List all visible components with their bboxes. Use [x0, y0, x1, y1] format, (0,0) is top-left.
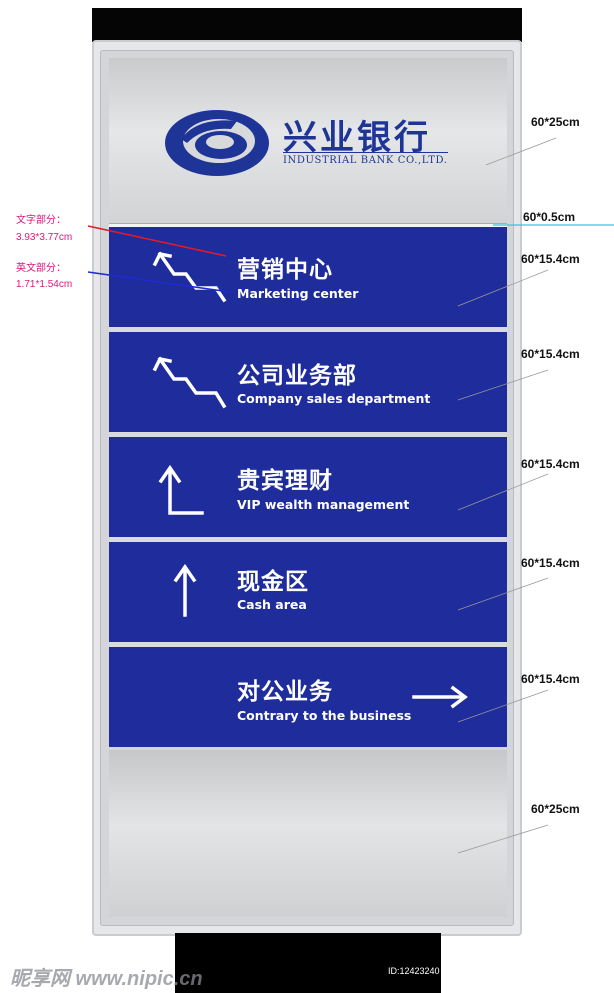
note-english-text-label: 英文部分： — [16, 263, 66, 274]
bank-name-cn: 兴业银行 — [283, 118, 431, 158]
watermark-nipic: 昵享网 www.nipic.cn — [10, 968, 203, 990]
note-chinese-text-label: 文字部分： — [16, 215, 66, 226]
dimension-label-panel: 60*15.4cm — [521, 556, 580, 570]
panel-separator — [109, 432, 507, 437]
dimension-label-panel: 60*15.4cm — [521, 672, 580, 686]
panel-3-title-en: VIP wealth management — [237, 497, 410, 512]
panel-2-title-cn: 公司业务部 — [237, 363, 357, 389]
panel-separator — [109, 327, 507, 332]
dimension-label-top: 60*25cm — [531, 115, 580, 129]
bank-name-en: INDUSTRIAL BANK CO.,LTD. — [283, 155, 448, 166]
watermark-image-id: ID:12423240 NO:20140320164039074383 — [388, 966, 559, 976]
panel-cash-area — [109, 542, 507, 642]
sign-stand-base — [175, 933, 441, 993]
panel-separator — [109, 537, 507, 542]
panel-5-title-en: Contrary to the business — [237, 708, 412, 723]
panel-4-title-cn: 现金区 — [237, 569, 309, 595]
panel-2-title-en: Company sales department — [237, 391, 431, 406]
dimension-label-panel: 60*15.4cm — [521, 252, 580, 266]
panel-5-title-cn: 对公业务 — [237, 679, 333, 705]
panel-1-title-cn: 营销中心 — [237, 257, 333, 283]
note-chinese-text-size: 3.93*3.77cm — [16, 232, 73, 243]
panel-1-title-en: Marketing center — [237, 286, 359, 301]
panel-4-title-en: Cash area — [237, 597, 307, 612]
sign-bottom-silver-panel — [109, 750, 507, 917]
dimension-label-panel: 60*15.4cm — [521, 457, 580, 471]
divider-strip — [109, 223, 507, 228]
panel-3-title-cn: 贵宾理财 — [237, 468, 333, 494]
panel-separator — [109, 642, 507, 647]
dimension-label-bottom: 60*25cm — [531, 802, 580, 816]
dimension-label-panel: 60*15.4cm — [521, 347, 580, 361]
logo-underline — [283, 152, 448, 153]
dimension-label-divider: 60*0.5cm — [523, 210, 576, 224]
note-english-text-size: 1.71*1.54cm — [16, 279, 73, 290]
sign-top-cap — [92, 8, 522, 42]
